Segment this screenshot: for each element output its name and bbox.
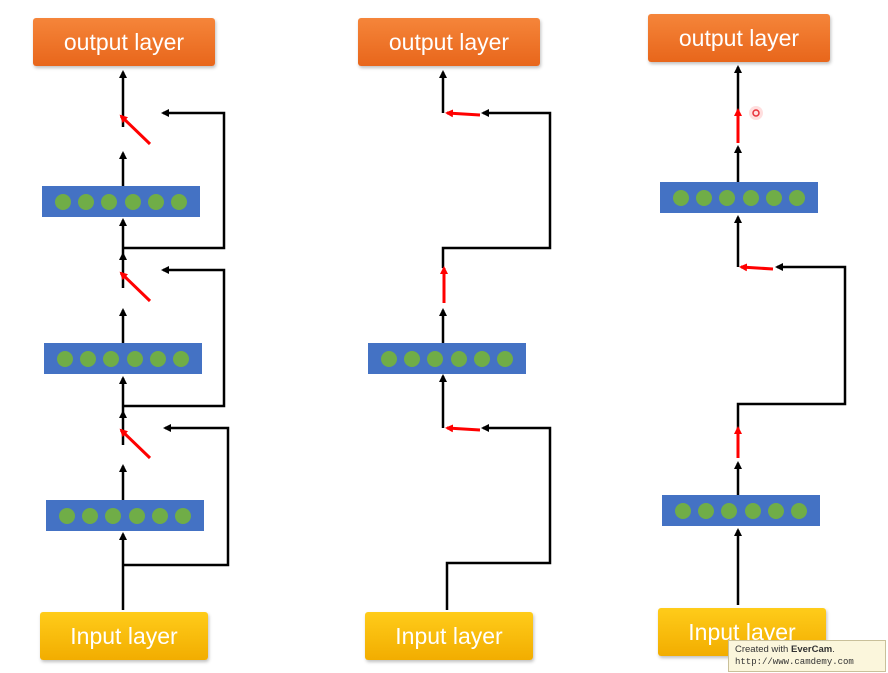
watermark-prefix: Created with [735, 644, 791, 655]
neuron [151, 507, 168, 524]
neuron [404, 350, 421, 367]
neuron [788, 189, 805, 206]
neuron [149, 350, 166, 367]
neuron [174, 507, 191, 524]
neuron [80, 350, 97, 367]
neuron [59, 507, 76, 524]
column-2-hidden-layer-1 [368, 343, 526, 374]
neuron [57, 350, 74, 367]
input-layer-label: Input layer [70, 622, 178, 649]
neuron [105, 507, 122, 524]
neuron [147, 193, 164, 210]
neuron [698, 502, 715, 519]
column-1-hidden-layer-3 [42, 186, 200, 217]
neuron [496, 350, 513, 367]
output-layer-label: output layer [63, 28, 185, 55]
neuron [427, 350, 444, 367]
output-layer-label: output layer [678, 24, 800, 51]
column-1-hidden-layer-1 [46, 500, 204, 531]
neuron [128, 507, 145, 524]
column-2-output-layer: output layer [358, 18, 540, 66]
column-3-hidden-layer-2 [660, 182, 818, 213]
neuron [473, 350, 490, 367]
neuron [101, 193, 118, 210]
column-1-gates [119, 114, 152, 460]
neuron [172, 350, 189, 367]
column-2-connections [439, 70, 552, 610]
cursor-indicator [749, 106, 763, 120]
watermark-brand: EverCam [790, 644, 833, 655]
column-2-input-layer: Input layer [365, 612, 533, 660]
column-3-gates [734, 108, 774, 458]
neuron [721, 502, 738, 519]
neuron [767, 502, 784, 519]
neuron [696, 189, 713, 206]
neuron [742, 189, 759, 206]
neuron [673, 189, 690, 206]
input-layer-label: Input layer [395, 622, 503, 649]
neuron [55, 193, 72, 210]
column-1-input-layer: Input layer [40, 612, 208, 660]
neuron [450, 350, 467, 367]
column-1-output-layer: output layer [33, 18, 215, 66]
neuron [170, 193, 187, 210]
column-3-hidden-layer-1 [662, 495, 820, 526]
neuron [790, 502, 807, 519]
neuron [103, 350, 120, 367]
neuron [675, 502, 692, 519]
neuron [719, 189, 736, 206]
output-layer-label: output layer [388, 28, 510, 55]
evercam-watermark: Created with EverCam. http://www.camdemy… [728, 640, 886, 672]
column-3-output-layer: output layer [648, 14, 830, 62]
neuron [744, 502, 761, 519]
column-2-gates [440, 109, 481, 433]
column-3-connections [734, 65, 847, 605]
neuron [82, 507, 99, 524]
neuron [381, 350, 398, 367]
watermark-url: http://www.camdemy.com [735, 657, 854, 667]
neuron [124, 193, 141, 210]
watermark-suffix: . [832, 644, 835, 655]
neuron [126, 350, 143, 367]
neuron [765, 189, 782, 206]
neuron [78, 193, 95, 210]
column-1-hidden-layer-2 [44, 343, 202, 374]
